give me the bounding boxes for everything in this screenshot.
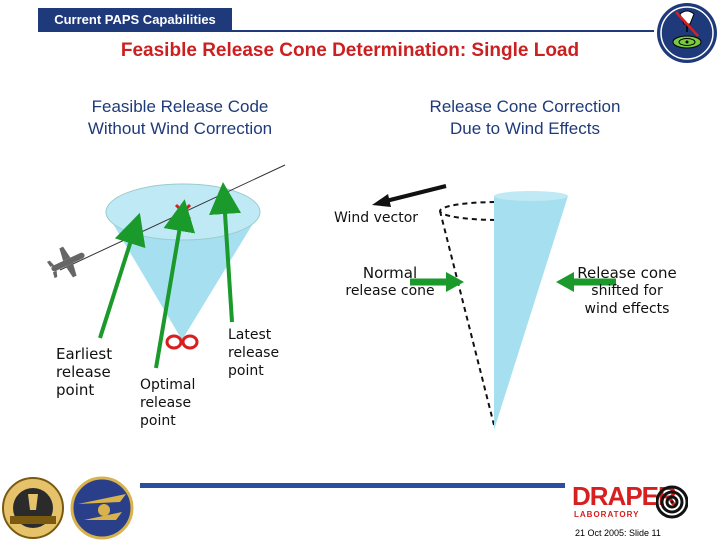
normal-cone-label: Normal release cone [344,264,436,300]
earliest-line3: point [56,381,95,399]
optimal-line2: release [140,395,192,411]
shifted-release-cone [494,191,568,430]
section-tab: Current PAPS Capabilities [38,8,232,30]
wind-vector-arrow [372,184,447,207]
army-seal-logo-icon [2,477,64,539]
draper-logo: DRAPER LABORATORY [572,482,690,524]
slide-date-number: 21 Oct 2005: Slide 11 [575,528,661,538]
optimal-arrow [154,199,196,369]
latest-line1: Latest [228,327,272,343]
shifted-cone-label: Release cone shifted for wind effects [574,264,680,318]
right-heading-line1: Release Cone Correction [429,97,621,116]
earliest-arrow [98,212,146,339]
optimal-line1: Optimal [140,377,196,393]
earliest-line1: Earliest [56,345,113,363]
earliest-release-label: Earliest release point [56,345,112,399]
footer-rule [140,483,565,488]
normal-line2: release cone [345,283,435,299]
shifted-line1: Release cone [577,264,677,282]
optimal-line3: point [140,413,176,429]
feasible-release-cone [105,183,261,340]
latest-line3: point [228,363,264,379]
latest-arrow [209,182,241,323]
left-heading-line2: Without Wind Correction [87,119,273,138]
target-rings-icon [656,485,688,519]
paps-emblem-icon [657,3,717,63]
shifted-line2: shifted for [591,283,663,299]
normal-line1: Normal [362,264,418,282]
target-point-icon [165,334,199,350]
aircraft-icon [46,246,85,279]
right-heading-line2: Due to Wind Effects [450,119,600,138]
shifted-cone-pointer-arrow [556,272,616,292]
earliest-line2: release [56,363,111,381]
latest-release-label: Latest release point [228,326,279,380]
left-heading-line1: Feasible Release Code [91,97,269,116]
airborne-seal-logo-icon [70,476,134,540]
wind-vector-label: Wind vector [334,210,419,226]
left-panel-heading: Feasible Release Code Without Wind Corre… [60,96,300,140]
optimal-release-label: Optimal release point [140,376,195,430]
normal-cone-pointer-arrow [410,272,464,292]
latest-line2: release [228,345,280,361]
slide-title: Feasible Release Cone Determination: Sin… [120,40,580,61]
header-rule [38,30,654,32]
shifted-line3: wind effects [584,301,670,317]
right-panel-heading: Release Cone Correction Due to Wind Effe… [400,96,650,140]
draper-logo-subtext: LABORATORY [574,510,640,519]
